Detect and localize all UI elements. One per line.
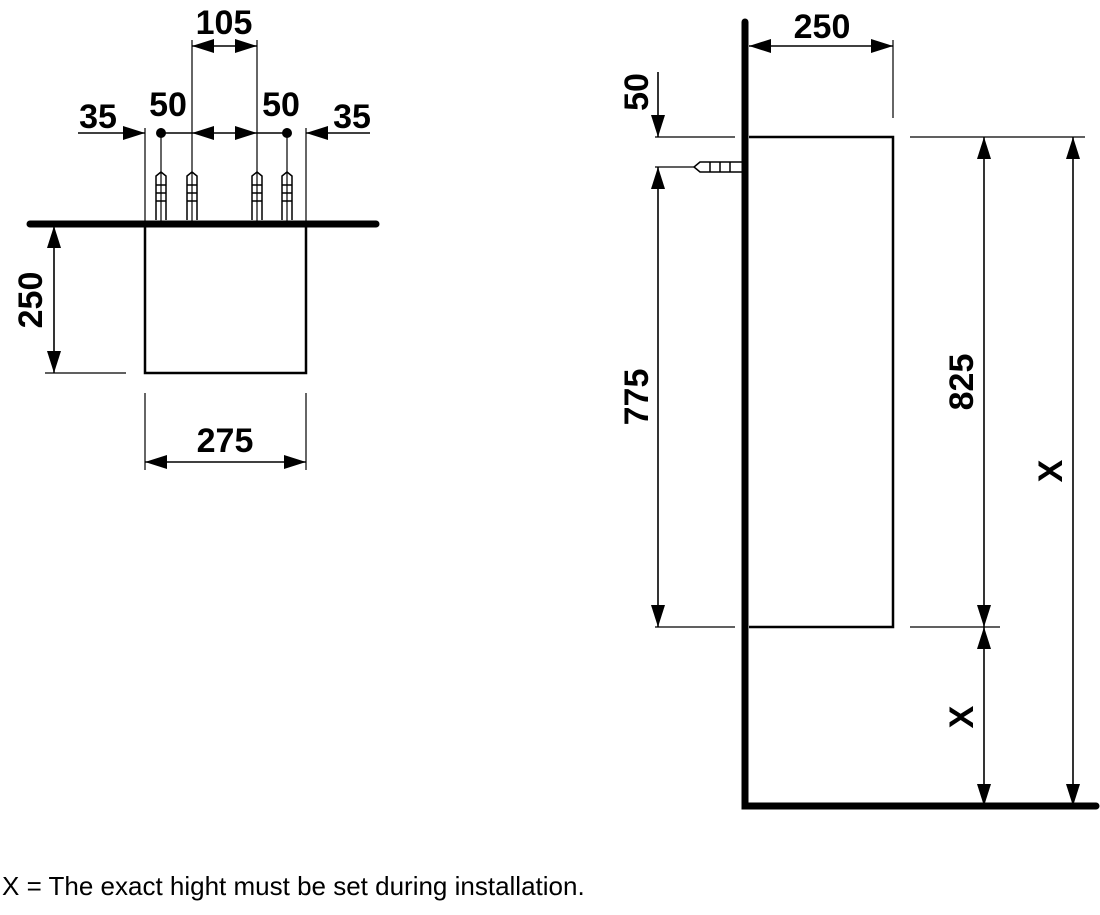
- wall-and-floor: [741, 18, 1100, 810]
- dimension-offset-50: 50: [618, 72, 735, 138]
- wall-anchors: [155, 171, 293, 220]
- dimension-x-floor: X: [943, 627, 991, 806]
- dim-label-x-total: X: [1032, 459, 1070, 482]
- dim-label-50-left: 50: [149, 86, 187, 124]
- dimension-105: 105: [192, 4, 257, 53]
- dimension-depth-250: 250: [12, 226, 126, 374]
- dim-label-825: 825: [943, 354, 981, 411]
- dimension-775: 775: [618, 167, 735, 628]
- dim-label-50-offset: 50: [618, 73, 656, 111]
- dimension-width-275: 275: [144, 393, 307, 470]
- dimension-row-holes: 35 50 50 35: [78, 86, 371, 140]
- dim-label-35-right: 35: [333, 98, 371, 136]
- cabinet-side-outline: [749, 135, 895, 629]
- dimension-x-total: X: [1032, 137, 1080, 806]
- dim-label-250-side: 250: [794, 8, 851, 46]
- dimension-825: 825: [910, 136, 1085, 628]
- front-view: 105 35 50 50 35 250: [12, 4, 380, 470]
- side-anchor: [655, 161, 742, 173]
- dim-label-275: 275: [197, 422, 254, 460]
- installation-note: X = The exact hight must be set during i…: [2, 871, 585, 901]
- dim-label-35-left: 35: [79, 98, 117, 136]
- dim-label-x-floor: X: [943, 705, 981, 728]
- dim-label-105: 105: [196, 4, 253, 42]
- side-view: 250 50 775 825: [618, 8, 1100, 810]
- dim-label-250-depth: 250: [12, 272, 50, 329]
- dim-label-775: 775: [618, 369, 656, 426]
- cabinet-outline: [143, 226, 308, 375]
- dimension-side-250: 250: [749, 8, 894, 118]
- dim-label-50-right: 50: [262, 86, 300, 124]
